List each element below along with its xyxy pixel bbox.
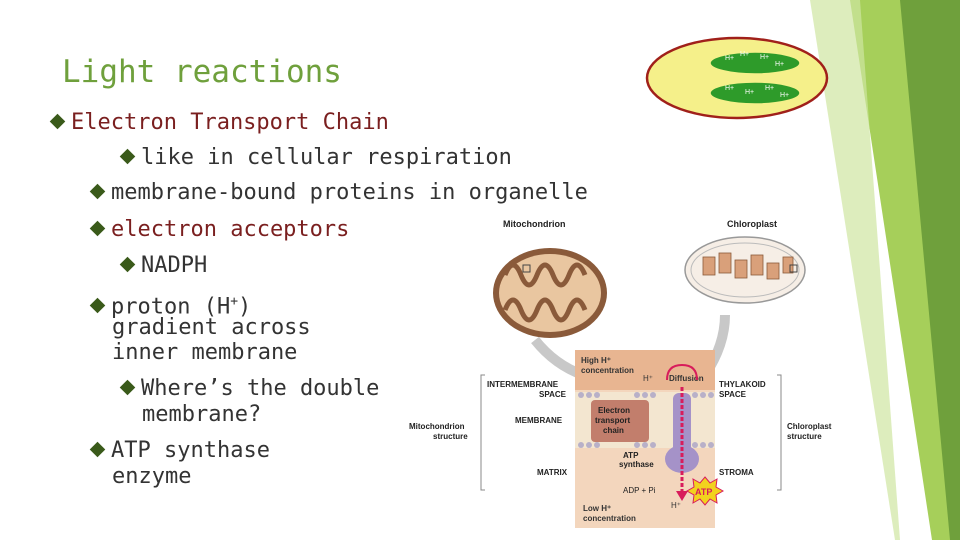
intermembrane-label: INTERMEMBRANE <box>487 380 559 389</box>
chloroplast-drawing <box>684 236 806 304</box>
mitochondrion-label: Mitochondrion <box>503 219 566 229</box>
diffusion-label: Diffusion <box>669 374 704 383</box>
bullet-atp-synthase: ATP synthase <box>89 438 270 463</box>
bullet-text: like in cellular respiration <box>141 145 512 170</box>
chloro-structure-label: Chloroplast <box>787 422 832 431</box>
high-h-label: High H⁺ <box>581 356 611 365</box>
hplus-label: H+ <box>745 89 754 96</box>
bullet-text: Electron Transport Chain <box>71 110 389 135</box>
low-h-label2: concentration <box>583 514 636 523</box>
bullet-text: ATP synthase <box>111 438 270 463</box>
stroma-label: STROMA <box>719 468 754 477</box>
bullet-text: membrane-bound proteins in organelle <box>111 180 588 205</box>
bullet-diamond-icon <box>89 441 106 458</box>
bullet-diamond-icon <box>119 379 136 396</box>
thylakoid-label: THYLAKOID <box>719 380 766 389</box>
hplus-bottom: H⁺ <box>671 501 681 510</box>
chloro-structure-label2: structure <box>787 432 822 441</box>
membrane-label: MEMBRANE <box>515 416 563 425</box>
hplus-label: H+ <box>775 61 784 68</box>
superscript: + <box>230 294 239 309</box>
atp-burst-icon: ATP <box>685 476 725 506</box>
bullet-diamond-icon <box>89 220 106 237</box>
bullet-text: proton (H <box>111 294 231 320</box>
hplus-label: H+ <box>760 54 769 61</box>
hplus-label: H+ <box>740 51 749 58</box>
bullet-electron-acceptors: electron acceptors <box>89 217 350 242</box>
matrix-label: MATRIX <box>537 468 568 477</box>
etc-label2: transport <box>595 416 630 425</box>
bullet-diamond-icon <box>119 148 136 165</box>
low-h-label: Low H⁺ <box>583 504 611 513</box>
hplus-label: H+ <box>725 55 734 62</box>
thylakoid-space-label: SPACE <box>719 390 747 399</box>
bullet-line: membrane? <box>142 402 262 427</box>
bullet-double-membrane: Where’s the double <box>119 376 380 401</box>
slide-decoration <box>810 0 960 540</box>
bullet-text: electron acceptors <box>111 217 350 242</box>
atp-synthase-label1: ATP <box>623 451 639 460</box>
etc-label3: chain <box>603 426 624 435</box>
high-h-label2: concentration <box>581 366 634 375</box>
bullet-line: gradient across <box>112 315 311 340</box>
bullet-diamond-icon <box>89 298 106 314</box>
hplus-label: H+ <box>765 85 774 92</box>
hplus-top: H⁺ <box>643 374 653 383</box>
bullet-etc: Electron Transport Chain <box>49 110 389 135</box>
bullet-text: Where’s the double <box>141 376 380 401</box>
bullet-diamond-icon <box>119 256 136 273</box>
etc-label1: Electron <box>598 406 630 415</box>
bullet-line: enzyme <box>112 464 192 489</box>
bullet-nadph: NADPH <box>119 253 208 278</box>
bullet-text: NADPH <box>141 253 208 278</box>
mitochondrion-drawing <box>493 248 607 338</box>
bullet-membrane-bound: membrane-bound proteins in organelle <box>89 180 588 205</box>
bullet-line: inner membrane <box>112 340 298 365</box>
atp-label: ATP <box>695 487 712 497</box>
hplus-label: H+ <box>780 92 789 99</box>
mito-structure-label: Mitochondrion <box>409 422 465 431</box>
hplus-label: H+ <box>725 85 734 92</box>
mito-structure-label2: structure <box>433 432 468 441</box>
atp-synthase-label2: synthase <box>619 460 654 469</box>
bullet-diamond-icon <box>49 113 66 130</box>
bullet-text: ) <box>238 294 252 320</box>
bullet-proton: proton (H+) <box>89 289 252 320</box>
bullet-diamond-icon <box>89 183 106 200</box>
chloroplast-label: Chloroplast <box>727 219 777 229</box>
slide-title: Light reactions <box>62 54 342 90</box>
adp-label: ADP + Pi <box>623 486 656 495</box>
intermembrane-space-label: SPACE <box>539 390 567 399</box>
etc-diagram: Mitochondrion Chloroplast High H⁺ concen… <box>405 215 840 528</box>
chloroplast-image: H+ H+ H+ H+ H+ H+ H+ H+ <box>645 36 829 120</box>
bullet-cellular: like in cellular respiration <box>119 145 512 170</box>
